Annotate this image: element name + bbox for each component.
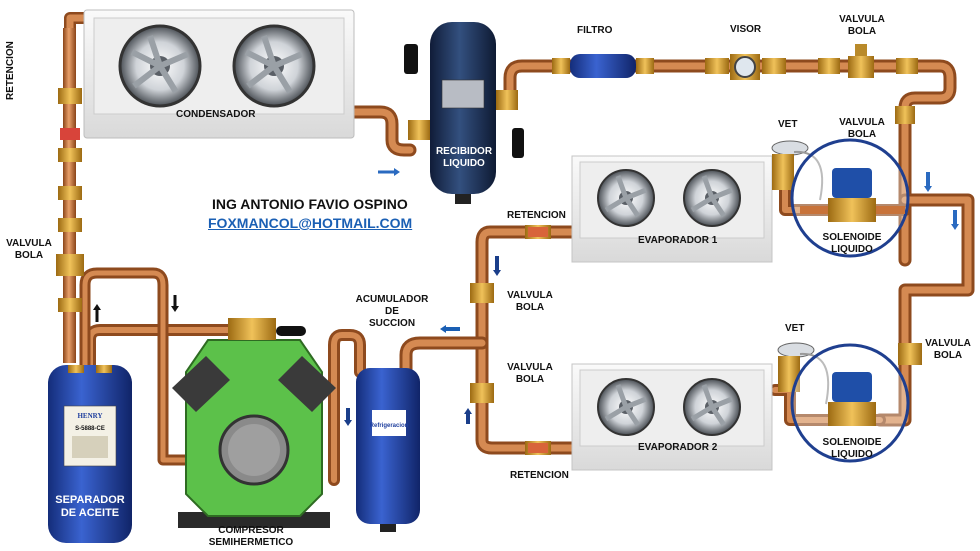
check-valve-evap2-label: RETENCION [510,470,569,481]
check-valve-evap1-label: RETENCION [507,210,566,221]
ball-valve-right-bottom-label-line-2: BOLA [933,350,963,361]
condenser-fan-2-icon [232,24,316,108]
solenoid-1-highlight [790,138,910,258]
evaporator-2-label: EVAPORADOR 2 [638,442,718,453]
arrow-down-icon [344,408,352,426]
solenoid-1-label: SOLENOIDE LIQUIDO [815,232,889,256]
author-name: ING ANTONIO FAVIO OSPINO [212,196,408,212]
check-valve-left-label: RETENCION [5,41,16,100]
ball-valve-right-top-label: VALVULA BOLA [832,117,892,141]
ball-valve-mid-1-label-line-2: BOLA [515,302,545,313]
left-line-fittings [56,88,84,312]
evaporator-2-unit [571,363,773,471]
accumulator-label-line-3: SUCCION [368,318,416,329]
suction-line-fittings [470,225,922,455]
condenser-unit [83,9,355,139]
liquid-receiver-tank [404,22,524,204]
ball-valve-top-label-line-2: BOLA [847,26,877,37]
flow-arrows [93,168,959,426]
semihermetic-compressor [172,318,336,528]
arrow-down-icon [171,295,179,312]
oil-separator-label-line-2: DE ACEITE [60,507,120,519]
ball-valve-left-label-line-1: VALVULA [6,238,52,249]
solenoid-2-label-line-2: LIQUIDO [831,449,873,460]
ball-valve-right-bottom-label-line-1: VALVULA [925,338,971,349]
evaporator-1-fan-2-icon [683,169,741,227]
filter-label: FILTRO [577,25,613,36]
ball-valve-right-top-label-line-1: VALVULA [839,117,885,128]
ball-valve-mid-2-label-line-2: BOLA [515,374,545,385]
compressor-label-line-2: SEMIHERMETICO [208,537,294,548]
solenoid-1-label-line-2: LIQUIDO [831,244,873,255]
receiver-label-line-1: RECIBIDOR [435,146,493,157]
expansion-valve-1 [771,140,824,201]
accumulator-brand-label: Refrigeracion [370,423,409,429]
accumulator-label-line-1: ACUMULADOR [355,294,429,305]
ball-valve-mid-2-label: VALVULA BOLA [500,362,560,386]
separator-model-label: S-5888-CE [75,426,105,432]
ball-valve-left-label-line-2: BOLA [14,250,44,261]
arrow-down-icon [924,172,932,192]
arrow-up-icon [93,304,101,322]
sight-glass [705,54,786,80]
arrow-down-icon [493,256,501,276]
condenser-label: CONDENSADOR [176,109,256,120]
ball-valve-right-top-label-line-2: BOLA [847,129,877,140]
compressor-label: COMPRESOR SEMIHERMETICO [196,525,306,549]
evaporator-1-fan-1-icon [597,169,655,227]
accumulator-label-line-2: DE [385,306,399,317]
oil-separator-label: SEPARADOR DE ACEITE [48,494,132,520]
sight-glass-label: VISOR [730,24,762,35]
evaporator-1-unit [571,155,773,263]
oil-separator-label-line-1: SEPARADOR [55,494,125,506]
solenoid-2-highlight [790,343,910,463]
ball-valve-top-label: VALVULA BOLA [832,14,892,38]
solenoid-1-label-line-1: SOLENOIDE [822,232,882,243]
suction-accumulator-tank: Refrigeracion [356,368,420,532]
arrow-up-icon [464,408,472,424]
ball-valve-mid-1-label-line-1: VALVULA [507,290,553,301]
arrow-left-icon [440,325,460,333]
ball-valve-mid-1-label: VALVULA BOLA [500,290,560,314]
receiver-label-line-2: LIQUIDO [443,158,485,169]
arrow-down-icon [951,210,959,230]
separator-brand-label: HENRY [77,412,102,420]
ball-valve-right-bottom-label: VALVULA BOLA [918,338,978,362]
oil-separator-tank: HENRY S-5888-CE [48,365,132,543]
ball-valve-left-label: VALVULA BOLA [2,238,56,262]
author-email[interactable]: FOXMANCOL@HOTMAIL.COM [208,215,413,231]
filter-drier [552,54,654,78]
evaporator-1-label: EVAPORADOR 1 [638,235,718,246]
solenoid-2-label-line-1: SOLENOIDE [822,437,882,448]
ball-valve-mid-2-label-line-1: VALVULA [507,362,553,373]
evaporator-2-fan-1-icon [597,378,655,436]
evaporator-2-fan-2-icon [683,378,741,436]
compressor-label-line-1: COMPRESOR [218,525,284,536]
receiver-label: RECIBIDOR LIQUIDO [432,146,496,170]
arrow-right-icon [378,168,400,176]
solenoid-2-label: SOLENOIDE LIQUIDO [815,437,889,461]
condenser-fan-1-icon [118,24,202,108]
vet-2-label: VET [785,323,805,334]
accumulator-label: ACUMULADOR DE SUCCION [350,294,434,330]
ball-valve-top-label-line-1: VALVULA [839,14,885,25]
vet-1-label: VET [778,119,798,130]
ball-valve-top [818,44,918,124]
